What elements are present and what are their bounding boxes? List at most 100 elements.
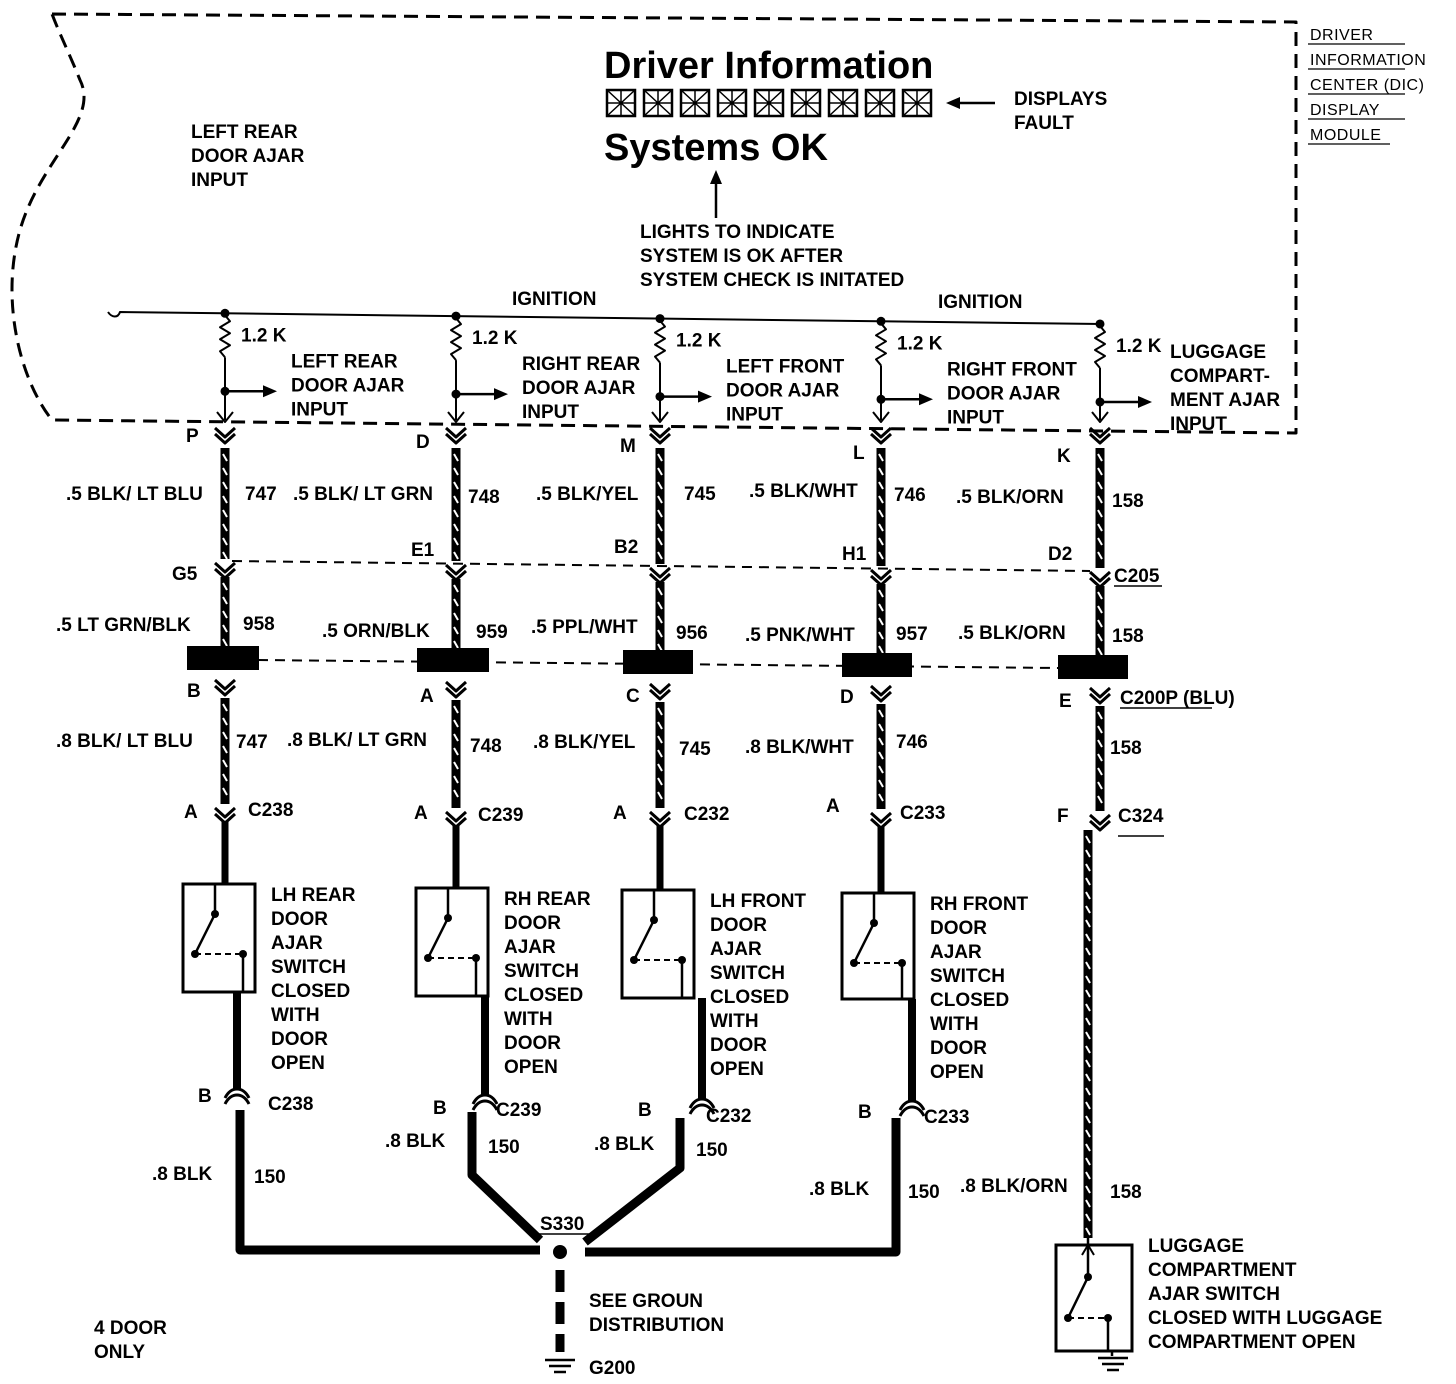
wire-stripe (453, 481, 459, 490)
wire-stripe (657, 601, 663, 610)
wire-stripe (1097, 537, 1103, 546)
connector-chevron (648, 566, 672, 579)
footnote-0: 4 DOOR (94, 1318, 167, 1339)
input-label-1-0: RIGHT REAR (522, 354, 641, 375)
wire-stripe (222, 703, 228, 712)
wire-upper-label-1: .5 BLK/ LT GRN (293, 484, 433, 505)
c205-pin-1: E1 (411, 540, 435, 561)
wire-stripe (878, 779, 884, 788)
ground-circuit-label-3: 150 (908, 1182, 940, 1203)
sw-bot-pin-0: B (198, 1086, 212, 1107)
switch-label-2-4: CLOSED (710, 987, 789, 1008)
bus-junction (876, 316, 886, 326)
wire-upper-label-3: .5 BLK/WHT (749, 481, 858, 502)
wire-stripe (1085, 891, 1091, 900)
ignition-bus (107, 311, 1103, 325)
wire-stripe (453, 537, 459, 546)
wire-stripe (453, 761, 459, 770)
wire-stripe (222, 596, 228, 605)
display-segment (791, 89, 821, 117)
wire-stripe (657, 763, 663, 772)
display-segment (717, 89, 747, 117)
switch-label-0-1: DOOR (271, 909, 328, 930)
connector-chevron (213, 432, 237, 445)
c200p-connector-block (623, 650, 693, 674)
wire-stripe (222, 717, 228, 726)
ground-wire-label-0: .8 BLK (152, 1164, 212, 1185)
connector-chevron (1088, 686, 1112, 699)
wire-stripe (657, 615, 663, 624)
sw-bot-label-2: C232 (706, 1106, 751, 1127)
circuit-mid-label-0: 958 (243, 614, 275, 635)
wire-mid-label-3: .5 PNK/WHT (745, 625, 855, 646)
dic-module-label-4: MODULE (1310, 127, 1381, 144)
resistor-label: 1.2 K (897, 333, 943, 354)
pin-arrow (1091, 411, 1109, 423)
wire-stripe (222, 759, 228, 768)
sw-bot-pin-1: B (433, 1098, 447, 1119)
circuit-mid-label-1: 959 (476, 622, 508, 643)
wire-stripe (657, 791, 663, 800)
switch-label-2-3: SWITCH (710, 963, 785, 984)
switch-label-0-2: AJAR (271, 933, 323, 954)
connector-chevron (869, 811, 893, 824)
display-segment (828, 89, 858, 117)
door-switch-1-blade (426, 917, 450, 959)
display-segment (865, 89, 895, 117)
ground-wire-label-3: .8 BLK (809, 1179, 869, 1200)
wire-stripe (1085, 1045, 1091, 1054)
input-label-2-2: INPUT (726, 405, 783, 426)
display-segment (680, 89, 710, 117)
input-label-3-2: INPUT (947, 407, 1004, 428)
lights-note-2: SYSTEM CHECK IS INITATED (640, 270, 904, 291)
input-label-4-2: MENT AJAR (1170, 390, 1280, 411)
switch-label-4-3: CLOSED WITH LUGGAGE (1148, 1308, 1382, 1329)
wire-stripe (1085, 1073, 1091, 1082)
connector-chevron (444, 563, 468, 576)
wire-stripe (657, 777, 663, 786)
wire-stripe (453, 612, 459, 621)
wire-stripe (1085, 835, 1091, 844)
luggage-lower-circuit-label: 158 (1110, 1182, 1142, 1203)
switch-label-0-5: WITH (271, 1005, 320, 1026)
outer-note-2: INPUT (191, 170, 248, 191)
wire-stripe (1085, 975, 1091, 984)
wire-stripe (878, 537, 884, 546)
connector-chevron (648, 432, 672, 445)
wire-stripe (1097, 523, 1103, 532)
ground-circuit-label-2: 150 (696, 1140, 728, 1161)
pin-top-1: D (416, 432, 430, 453)
input-label-0-0: LEFT REAR (291, 351, 398, 372)
circuit-lower-label-1: 748 (470, 736, 502, 757)
dic-title-line2: Systems OK (604, 127, 828, 169)
bus-junction (220, 308, 230, 318)
wire-stripe (1085, 1129, 1091, 1138)
c200p-connector-block (417, 648, 489, 672)
circuit-mid-label-2: 956 (676, 623, 708, 644)
circuit-upper-label-1: 748 (468, 487, 500, 508)
sw-bot-label-0: C238 (268, 1094, 313, 1115)
outer-note-0: LEFT REAR (191, 122, 298, 143)
wire-lower-label-0: .8 BLK/ LT BLU (56, 731, 193, 752)
wire-stripe (222, 745, 228, 754)
connector-chevron (869, 426, 893, 439)
ground-circuit-label-1: 150 (488, 1137, 520, 1158)
bus-junction (451, 311, 461, 321)
c200-pin-1: A (420, 686, 434, 707)
switch-label-3-0: RH FRONT (930, 894, 1029, 915)
circuit-lower-label-0: 747 (236, 732, 268, 753)
c200-pin-4: E (1059, 691, 1072, 712)
door-switch-2 (620, 888, 696, 1000)
wire-stripe (878, 589, 884, 598)
wire-stripe (878, 523, 884, 532)
wire-stripe (222, 523, 228, 532)
wire-lower-label-3: .8 BLK/WHT (745, 737, 854, 758)
wire-stripe (222, 624, 228, 633)
door-switch-2-blade (632, 919, 656, 961)
bus-junction (1095, 319, 1105, 329)
wire-stripe (878, 603, 884, 612)
wire-stripe (878, 509, 884, 518)
sw-bot-label-1: C239 (496, 1100, 541, 1121)
connector-chevron (869, 684, 893, 697)
connector-chevron (869, 690, 893, 703)
